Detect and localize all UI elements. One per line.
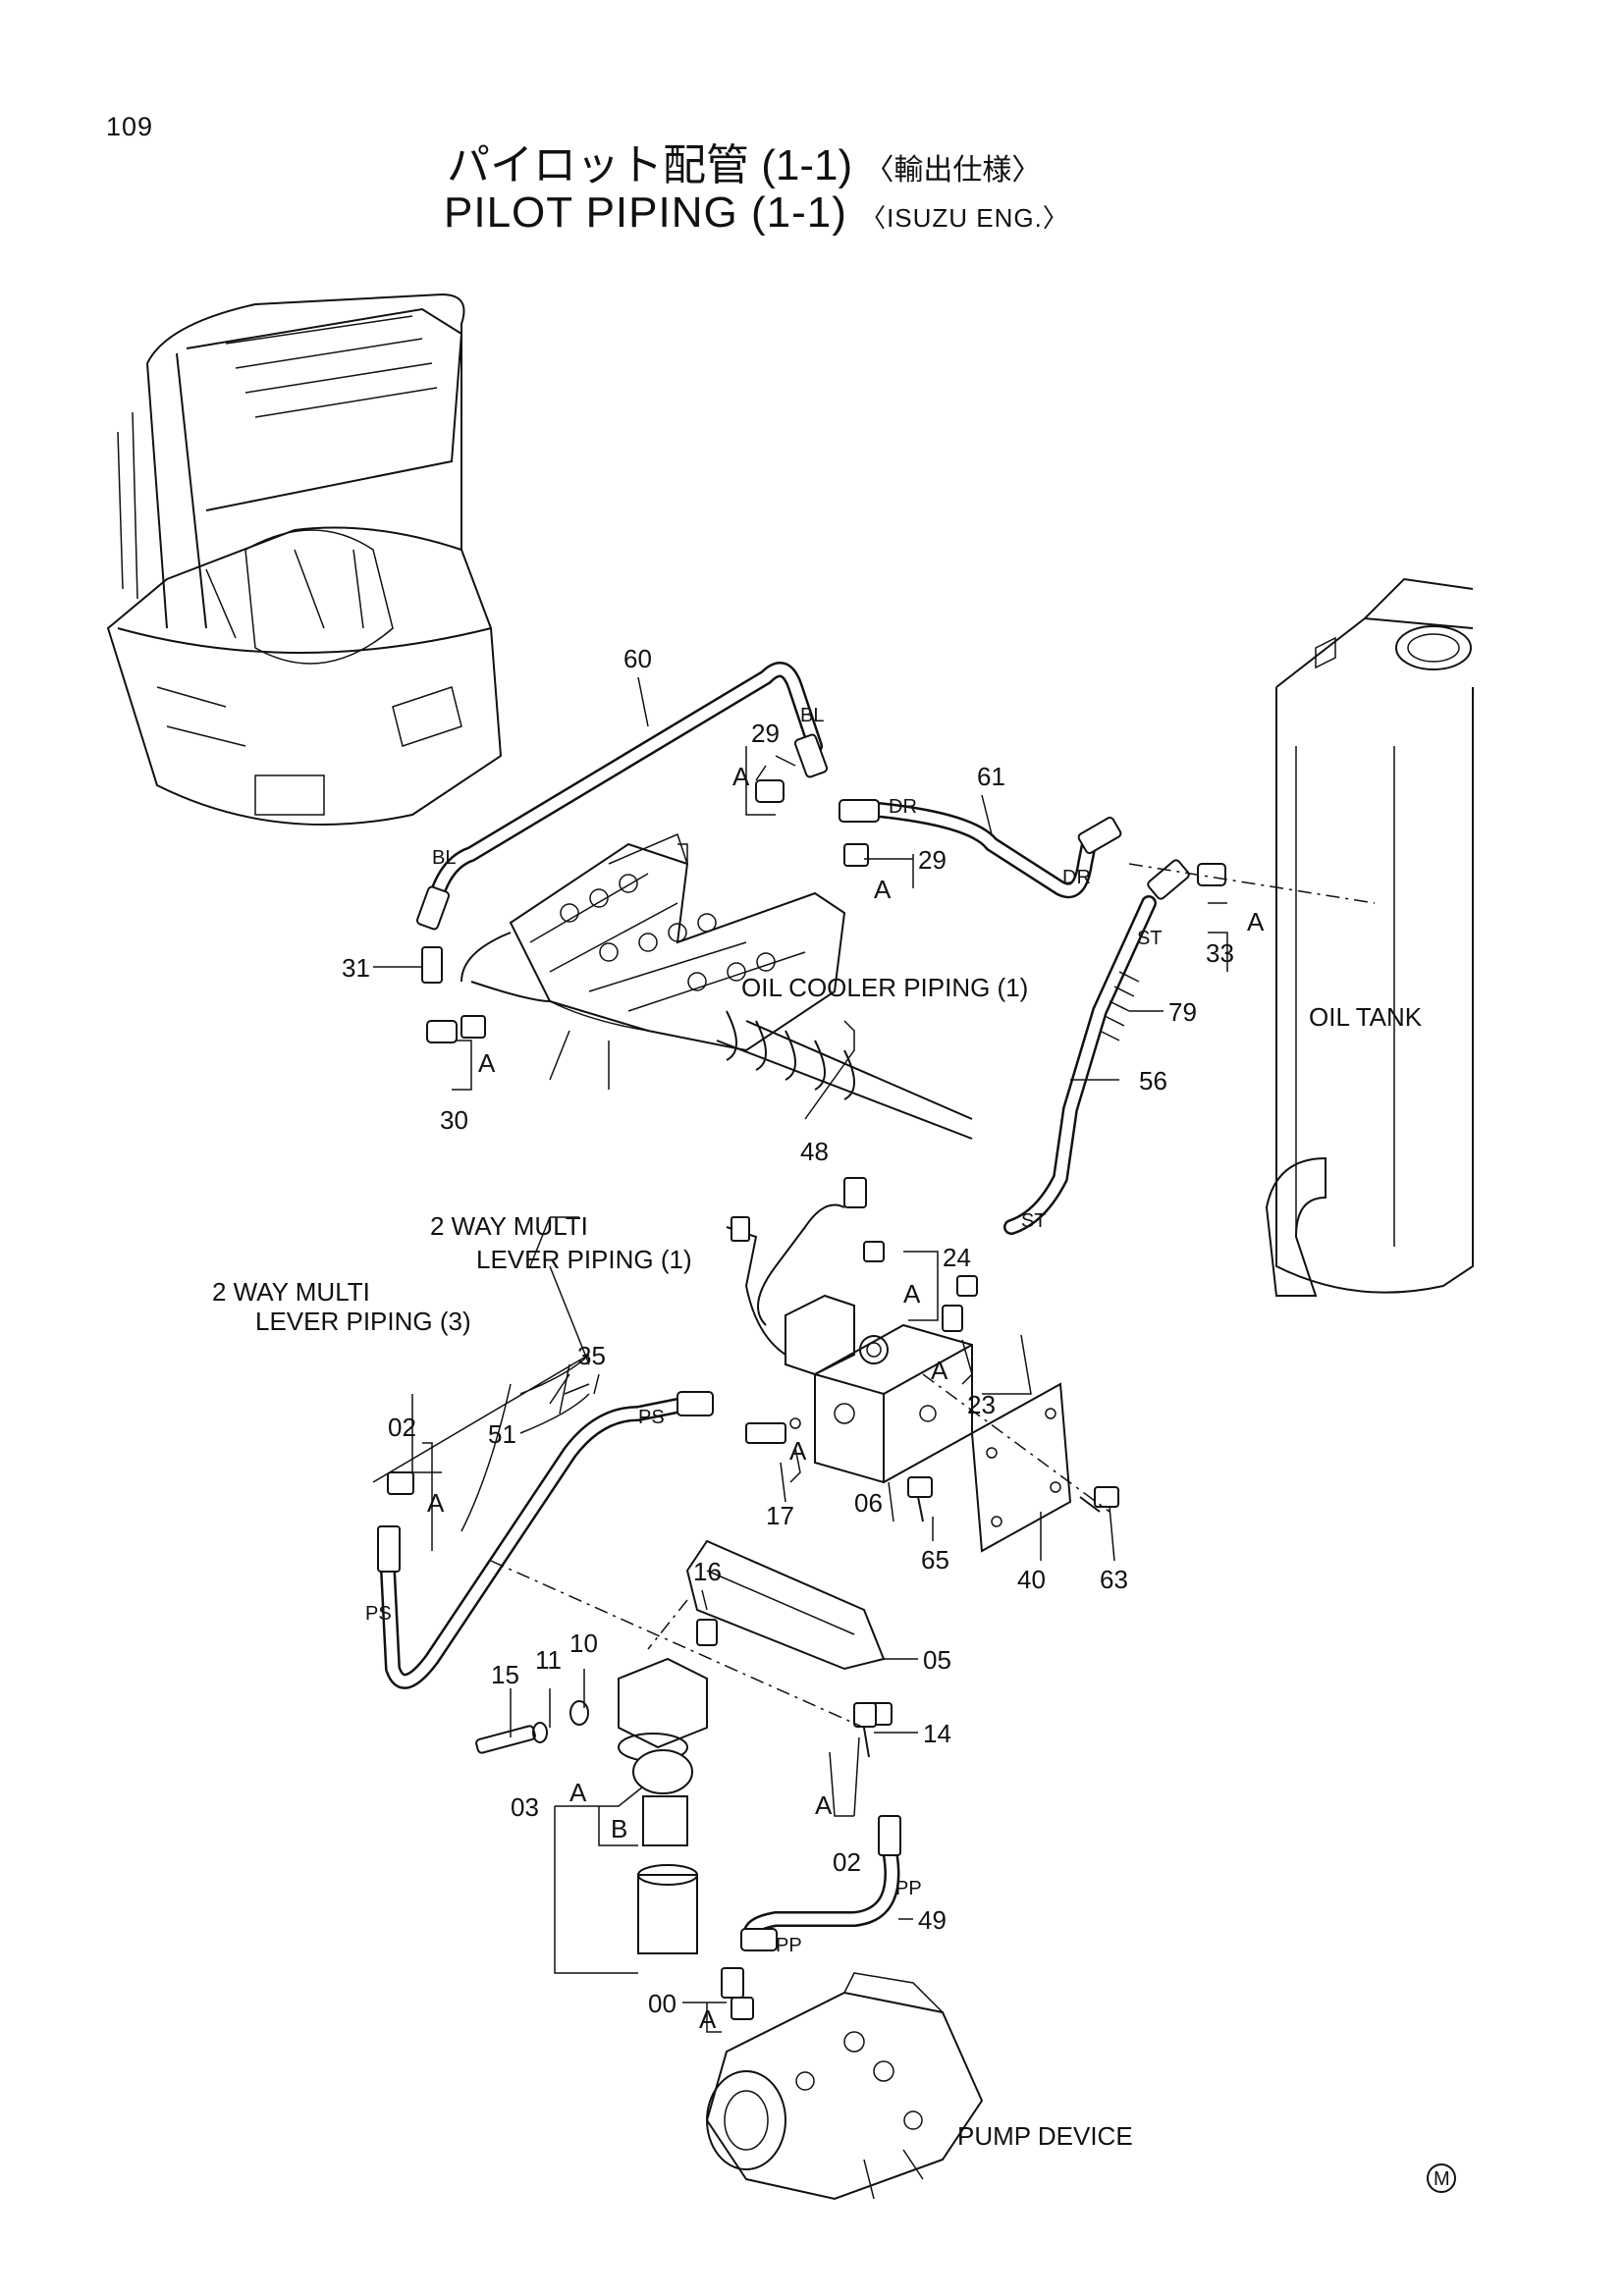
group-a: A xyxy=(699,2004,717,2034)
callout-10: 10 xyxy=(569,1629,598,1658)
title-japanese-spec: 〈輸出仕様〉 xyxy=(864,154,1042,187)
port-label-dr-1: DR xyxy=(889,796,917,818)
part-callouts: 60 29 29 61 33 31 30 48 79 56 24 23 35 5… xyxy=(342,644,1234,2018)
fitting-17 xyxy=(745,1417,801,1444)
oil-tank-illustration xyxy=(1265,577,1474,1297)
label-oil-tank: OIL TANK xyxy=(1309,1002,1423,1032)
label-2way-multi-3-line1: 2 WAY MULTI xyxy=(212,1277,370,1307)
group-a: A xyxy=(1247,907,1265,936)
line-filter-assembly xyxy=(475,1539,886,1954)
callout-63: 63 xyxy=(1100,1565,1128,1594)
callout-02-lower: 02 xyxy=(833,1847,861,1877)
hose-49 xyxy=(742,1838,900,1947)
solenoid-valve-block-06 xyxy=(726,1177,978,1484)
center-lines xyxy=(490,863,1376,1729)
callout-17: 17 xyxy=(766,1501,794,1530)
callout-40: 40 xyxy=(1017,1565,1046,1594)
callout-49: 49 xyxy=(918,1905,947,1935)
callout-15: 15 xyxy=(491,1660,519,1689)
control-valve-illustration xyxy=(460,832,973,1140)
title-japanese: パイロット配管 (1-1) 〈輸出仕様〉 xyxy=(447,130,1041,192)
excavator-cab-illustration xyxy=(106,293,503,826)
group-a: A xyxy=(478,1048,496,1078)
label-oil-cooler-piping: OIL COOLER PIPING (1) xyxy=(741,973,1028,1002)
group-a: A xyxy=(903,1279,921,1308)
callout-60: 60 xyxy=(623,644,652,673)
group-a: A xyxy=(931,1356,948,1385)
port-label-pp-1: PP xyxy=(895,1878,922,1899)
hose-60 xyxy=(424,662,823,921)
text-labels: OIL COOLER PIPING (1) OIL TANK 2 WAY MUL… xyxy=(212,973,1423,2151)
callout-31: 31 xyxy=(342,953,370,983)
port-label-bl-top: BL xyxy=(800,705,824,726)
callout-29-lower: 29 xyxy=(918,845,947,875)
title-english-main: PILOT PIPING (1-1) xyxy=(444,188,847,237)
callout-06: 06 xyxy=(854,1488,883,1518)
callout-24: 24 xyxy=(943,1243,971,1272)
callout-02-upper: 02 xyxy=(388,1413,416,1442)
port-label-st-1: ST xyxy=(1137,928,1163,949)
callout-56: 56 xyxy=(1139,1066,1167,1095)
callout-11: 11 xyxy=(535,1645,562,1675)
callout-00: 00 xyxy=(648,1989,677,2018)
group-a: A xyxy=(815,1790,833,1820)
leader-lines xyxy=(372,676,1228,2033)
fittings xyxy=(377,733,1226,2020)
group-a: A xyxy=(427,1488,445,1518)
group-b: B xyxy=(611,1814,627,1843)
title-japanese-main: パイロット配管 (1-1) xyxy=(447,141,853,189)
callout-05: 05 xyxy=(923,1645,951,1675)
pump-device-illustration xyxy=(705,1972,984,2201)
port-label-ps-2: PS xyxy=(365,1603,392,1625)
callout-14: 14 xyxy=(923,1719,951,1748)
callout-48: 48 xyxy=(800,1137,829,1166)
title-english-spec: 〈ISUZU ENG.〉 xyxy=(860,203,1069,233)
hose-51 xyxy=(380,1396,695,1689)
callout-79: 79 xyxy=(1168,997,1197,1027)
circled-m-mark: M xyxy=(1427,2163,1456,2193)
label-pump-device: PUMP DEVICE xyxy=(957,2121,1133,2151)
mark-letter: M xyxy=(1434,2168,1450,2190)
port-label-dr-2: DR xyxy=(1062,867,1091,888)
callout-65: 65 xyxy=(921,1545,949,1575)
callout-29-upper: 29 xyxy=(751,719,780,748)
label-2way-multi-1-line1: 2 WAY MULTI xyxy=(430,1211,588,1241)
callout-35: 35 xyxy=(577,1341,606,1370)
hose-56 xyxy=(1003,895,1157,1235)
group-letters: A A A A A A A A A B A A xyxy=(427,762,1265,2034)
page-number: 109 xyxy=(106,112,154,141)
group-a: A xyxy=(569,1778,587,1807)
callout-16: 16 xyxy=(693,1557,722,1586)
mounting-plate-40 xyxy=(907,1382,1119,1553)
port-labels: BL BL DR DR ST ST PS PS PP PP xyxy=(365,705,1163,1956)
callout-30: 30 xyxy=(440,1105,468,1135)
label-2way-multi-3-line2: LEVER PIPING (3) xyxy=(255,1307,471,1336)
label-2way-multi-1-line2: LEVER PIPING (1) xyxy=(476,1245,692,1274)
hose-61 xyxy=(871,802,1098,899)
port-label-bl-left: BL xyxy=(432,847,456,869)
group-a: A xyxy=(732,762,750,791)
callout-51: 51 xyxy=(488,1419,516,1449)
group-a: A xyxy=(874,875,892,904)
port-label-st-2: ST xyxy=(1021,1210,1047,1232)
title-english: PILOT PIPING (1-1) 〈ISUZU ENG.〉 xyxy=(444,188,1069,238)
callout-61: 61 xyxy=(977,762,1005,791)
group-a: A xyxy=(789,1436,807,1466)
port-label-pp-2: PP xyxy=(776,1935,802,1956)
port-label-ps-1: PS xyxy=(638,1407,665,1428)
callout-23: 23 xyxy=(967,1390,996,1419)
callout-03: 03 xyxy=(511,1792,539,1822)
callout-33: 33 xyxy=(1206,938,1234,968)
